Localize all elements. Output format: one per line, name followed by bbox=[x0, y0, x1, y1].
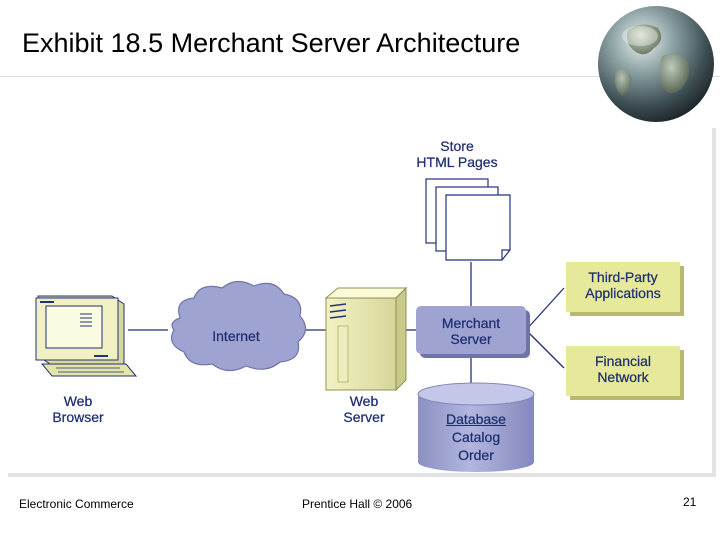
architecture-diagram: Store HTML Pages Web Browser Internet We… bbox=[8, 128, 716, 477]
internet-cloud-icon bbox=[171, 280, 307, 372]
browser-label: Web Browser bbox=[52, 393, 104, 425]
merchant-financial-link bbox=[525, 329, 565, 369]
store-pages-label: Store HTML Pages bbox=[416, 138, 498, 170]
third-party-label: Third-Party Applications bbox=[585, 269, 661, 301]
title-divider bbox=[0, 76, 720, 77]
connectors bbox=[128, 262, 565, 386]
financial-network-label: Financial Network bbox=[594, 353, 652, 385]
diagram-graphics bbox=[35, 178, 684, 472]
web-server-label: Web Server bbox=[343, 393, 385, 425]
merchant-server-box bbox=[416, 306, 530, 358]
footer-publisher: Prentice Hall © 2006 bbox=[302, 497, 413, 511]
merchant-server-label: Merchant Server bbox=[441, 315, 501, 347]
server-tower-icon bbox=[324, 286, 408, 392]
page-number: 21 bbox=[683, 495, 697, 509]
database-cylinder-icon bbox=[417, 382, 535, 472]
database-label: Database Catalog Order bbox=[446, 411, 506, 463]
slide-title: Exhibit 18.5 Merchant Server Architectur… bbox=[22, 28, 521, 58]
globe-icon bbox=[598, 6, 714, 122]
third-party-box bbox=[566, 262, 684, 316]
html-pages-icon bbox=[425, 178, 511, 261]
footer-course: Electronic Commerce bbox=[19, 497, 134, 511]
internet-label: Internet bbox=[212, 328, 260, 344]
computer-icon bbox=[35, 295, 138, 377]
merchant-thirdparty-link bbox=[525, 287, 565, 331]
financial-network-box bbox=[566, 346, 684, 400]
